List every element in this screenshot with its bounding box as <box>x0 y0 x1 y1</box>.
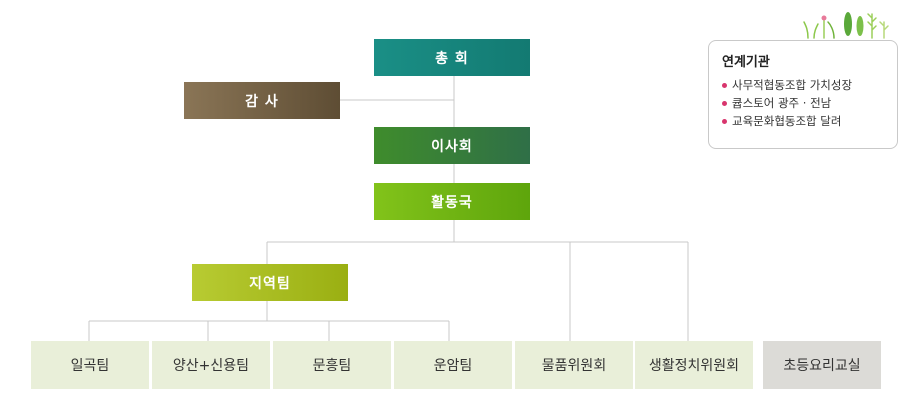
team-label: 생활정치위원회 <box>648 358 740 374</box>
bullet-icon <box>722 118 727 124</box>
legend-list: 사무적협동조합 가치성장 큡스토어 광주 · 전남 교육문화협동조합 달려 <box>722 76 897 130</box>
team-box-goods-committee: 물품위원회 <box>515 341 633 389</box>
team-label: 초등요리교실 <box>783 358 861 374</box>
team-label: 운암팀 <box>433 358 473 374</box>
team-label: 문흥팀 <box>312 358 352 374</box>
audit-label: 감 사 <box>245 93 279 110</box>
legend-title: 연계기관 <box>722 55 770 70</box>
team-box-life-politics-committee: 생활정치위원회 <box>635 341 753 389</box>
team-box-unam: 운암팀 <box>394 341 512 389</box>
legend-item-label: 교육문화협동조합 달려 <box>732 114 842 128</box>
general-assembly-label: 총 회 <box>435 50 469 67</box>
team-box-munheung: 문흥팀 <box>273 341 391 389</box>
legend-item-label: 사무적협동조합 가치성장 <box>732 78 853 92</box>
team-label: 물품위원회 <box>541 358 607 374</box>
activity-dept-box: 활동국 <box>374 183 530 220</box>
team-label: 양산+신용팀 <box>172 358 250 374</box>
regional-team-label: 지역팀 <box>249 275 291 292</box>
legend-item: 사무적협동조합 가치성장 <box>722 76 897 94</box>
board-label: 이사회 <box>431 138 473 155</box>
affiliated-organizations-box: 연계기관 사무적협동조합 가치성장 큡스토어 광주 · 전남 교육문화협동조합 … <box>708 40 898 149</box>
legend-item: 교육문화협동조합 달려 <box>722 112 897 130</box>
bullet-icon <box>722 100 727 106</box>
audit-box: 감 사 <box>184 82 340 119</box>
general-assembly-box: 총 회 <box>374 39 530 76</box>
board-box: 이사회 <box>374 127 530 164</box>
legend-item-label: 큡스토어 광주 · 전남 <box>732 96 832 110</box>
activity-dept-label: 활동국 <box>431 194 473 211</box>
team-box-ilgok: 일곡팀 <box>31 341 149 389</box>
team-label: 일곡팀 <box>70 358 110 374</box>
legend-item: 큡스토어 광주 · 전남 <box>722 94 897 112</box>
team-box-yangsan-sinyong: 양산+신용팀 <box>152 341 270 389</box>
regional-team-box: 지역팀 <box>192 264 348 301</box>
team-box-cooking-class: 초등요리교실 <box>763 341 881 389</box>
plant-decoration-icon <box>803 12 889 39</box>
bullet-icon <box>722 82 727 88</box>
